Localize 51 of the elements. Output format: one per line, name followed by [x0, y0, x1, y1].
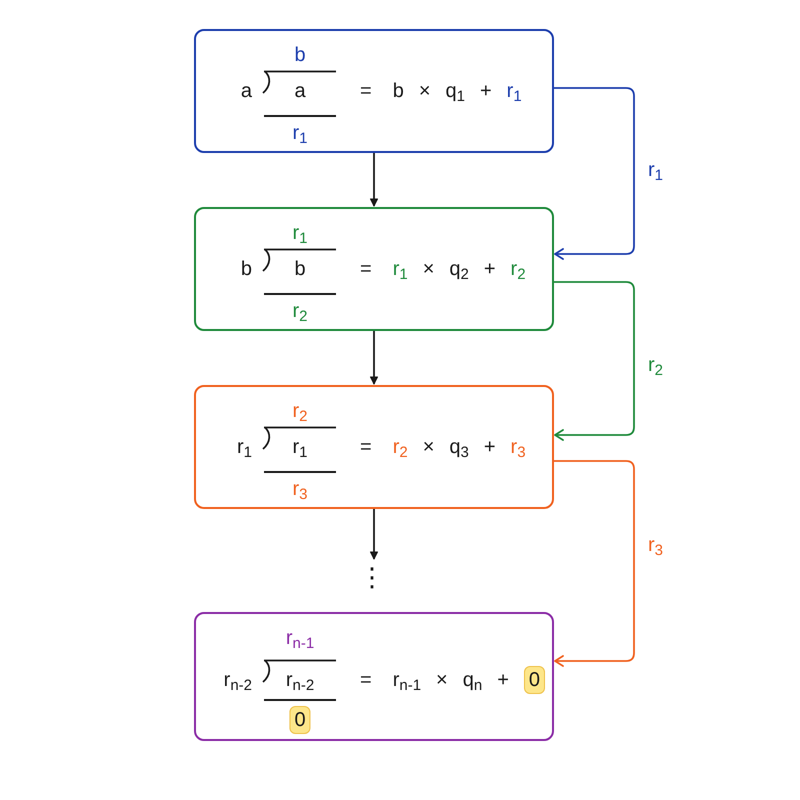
term-text: r$_{2}$ — [392, 436, 408, 458]
equals-sign: = — [360, 436, 372, 458]
times-sign: × — [436, 669, 448, 691]
divisor-text: a — [240, 81, 252, 101]
highlighted-zero: 0 — [289, 706, 311, 734]
remainder-term: r$_{2}$ — [510, 258, 526, 280]
times-sign: × — [422, 436, 434, 458]
dividend-text: r$_{1}$ — [292, 436, 308, 458]
quotient-text: r$_{n-1}$ — [286, 627, 314, 649]
arrow — [554, 460, 635, 667]
plus-sign: + — [484, 258, 496, 280]
step-box — [194, 612, 554, 741]
quotient-variable: q$_{n}$ — [462, 669, 482, 691]
remainder-text: r$_{3}$ — [292, 478, 308, 500]
divisor-text: r$_{n-2}$ — [224, 670, 252, 690]
quotient-variable: q$_{3}$ — [449, 436, 469, 458]
equals-sign: = — [360, 80, 372, 102]
dividend-text: a — [294, 80, 306, 102]
arrow — [370, 331, 378, 384]
equals-sign: = — [360, 258, 372, 280]
remainder-term: r$_{3}$ — [510, 436, 526, 458]
step-box — [194, 29, 554, 153]
divisor-text: r$_{1}$ — [236, 437, 252, 457]
remainder-text: r$_{1}$ — [292, 122, 308, 144]
times-sign: × — [422, 258, 434, 280]
arrow — [370, 153, 378, 206]
dividend-text: r$_{n-2}$ — [286, 669, 314, 691]
quotient-text: r$_{2}$ — [292, 400, 308, 422]
plus-sign: + — [480, 80, 492, 102]
vertical-ellipsis: ⋮ — [359, 565, 385, 591]
quotient-text: b — [294, 44, 306, 66]
term-text: r$_{n-1}$ — [392, 669, 422, 691]
quotient-variable: q$_{1}$ — [446, 80, 465, 102]
arrow — [554, 87, 635, 260]
term-text: r$_{1}$ — [392, 258, 408, 280]
divisor-text: b — [240, 259, 252, 279]
highlighted-zero: 0 — [524, 666, 546, 694]
arrow — [554, 281, 635, 441]
quotient-variable: q$_{2}$ — [449, 258, 469, 280]
plus-sign: + — [484, 436, 496, 458]
step-box — [194, 385, 554, 509]
equals-sign: = — [360, 669, 372, 691]
dividend-text: b — [294, 258, 306, 280]
term-text: b — [392, 80, 404, 102]
arrow — [370, 509, 378, 560]
remainder-text: r$_{2}$ — [292, 300, 308, 322]
remainder-term: r$_{1}$ — [506, 80, 522, 102]
times-sign: × — [418, 80, 430, 102]
plus-sign: + — [497, 669, 509, 691]
quotient-text: r$_{1}$ — [292, 222, 308, 244]
step-box — [194, 207, 554, 331]
